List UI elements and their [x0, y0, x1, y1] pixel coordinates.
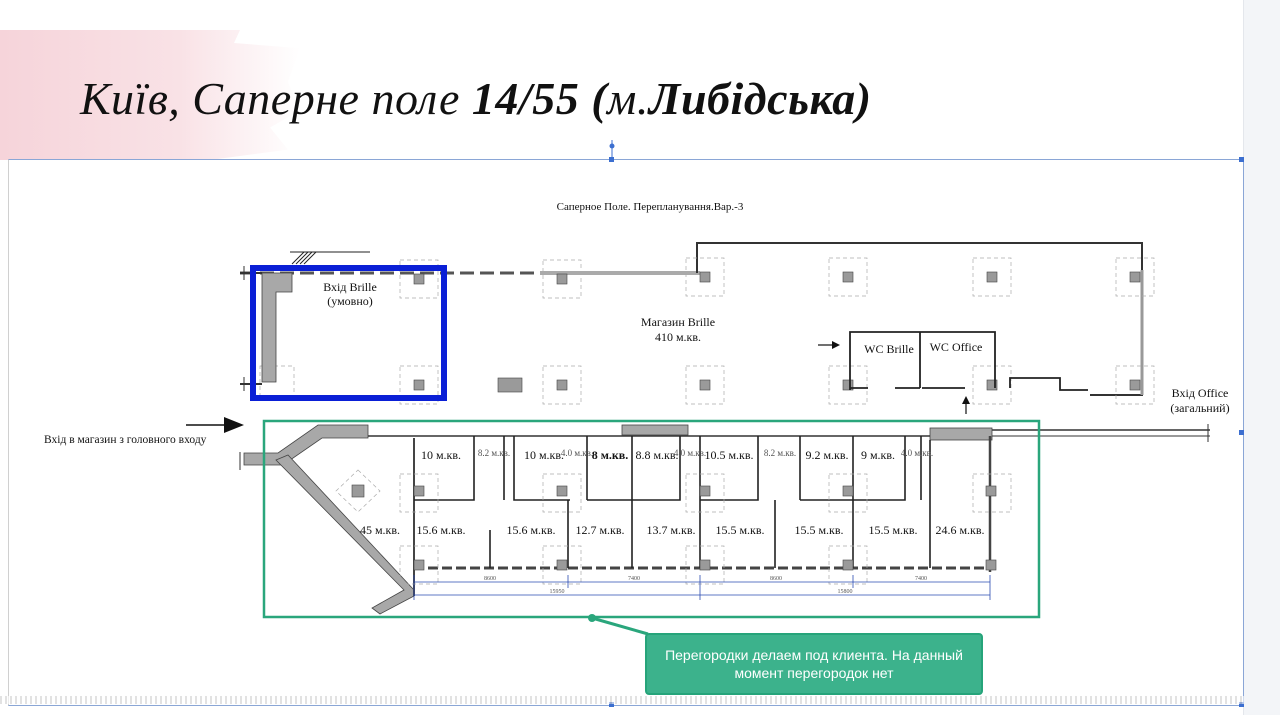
- room-area-label: 12.7 м.кв.: [575, 523, 624, 537]
- column-guides: [259, 257, 1155, 405]
- main-entrance-arrow-icon: [186, 417, 244, 433]
- room-area-label: 15.6 м.кв.: [416, 523, 465, 537]
- wc-office-arrow-icon: [962, 396, 970, 414]
- bottom-strip: [0, 696, 1244, 704]
- decorative-brush-stroke: [0, 30, 300, 160]
- note-connector-dot: [588, 614, 596, 622]
- entrance-wall-block: [261, 272, 293, 383]
- room-area-label: 15.5 м.кв.: [794, 523, 843, 537]
- structural-columns: [413, 271, 1141, 393]
- room-area-label: 15.5 м.кв.: [715, 523, 764, 537]
- resize-handle[interactable]: [609, 157, 614, 162]
- room-area-label: 8.8 м.кв.: [635, 448, 678, 462]
- room-area-label: 10 м.кв.: [421, 448, 461, 462]
- side-panel: [1243, 0, 1280, 715]
- brille-entrance-highlight: [250, 265, 447, 401]
- lower-columns: [351, 484, 854, 571]
- room-area-label: 13.7 м.кв.: [646, 523, 695, 537]
- slide-title: Київ, Саперне поле 14/55 (м.Либідська): [80, 72, 872, 125]
- entrance-office-label: Вхід Office: [1172, 386, 1229, 400]
- staircase-symbol: [290, 251, 370, 265]
- store-area-label: 410 м.кв.: [655, 330, 701, 344]
- partition-note-callout: Перегородки делаем под клиента. На данны…: [645, 633, 983, 695]
- store-name-label: Магазин Brille: [641, 315, 715, 329]
- wc-office-label: WC Office: [930, 340, 983, 354]
- room-area-label: 45 м.кв.: [360, 523, 400, 537]
- resize-handle[interactable]: [1239, 702, 1244, 707]
- room-area-label: 15.5 м.кв.: [868, 523, 917, 537]
- title-close-paren: ): [855, 73, 872, 124]
- entrance-brille-sublabel: (умовно): [327, 294, 373, 308]
- resize-handle[interactable]: [1239, 430, 1244, 435]
- resize-handle[interactable]: [609, 702, 614, 707]
- note-connector-line: [591, 616, 649, 636]
- main-entrance-label: Вхід в магазин з головного входу: [44, 434, 207, 446]
- room-area-label: 10.5 м.кв.: [704, 448, 753, 462]
- title-bold-number: 14/55 (: [471, 73, 608, 124]
- room-area-label: 4.0 м.кв.: [674, 448, 706, 458]
- room-area-label: 24.6 м.кв.: [935, 523, 984, 537]
- title-metro-prefix: м.: [607, 73, 649, 124]
- room-area-label: 15.6 м.кв.: [506, 523, 555, 537]
- entrance-brille-label: Вхід Brille: [323, 280, 377, 294]
- dimension-label: 15950: [550, 589, 565, 595]
- dimension-label: 7400: [915, 576, 927, 582]
- room-area-label: 9.2 м.кв.: [805, 448, 848, 462]
- room-area-label: 8 м.кв.: [592, 448, 629, 462]
- room-area-label: 4.0 м.кв.: [561, 448, 593, 458]
- resize-handle[interactable]: [1239, 157, 1244, 162]
- title-text: Київ, Саперне поле: [80, 73, 472, 124]
- plan-caption: Саперное Поле. Перепланування.Вар.-3: [557, 201, 744, 213]
- entrance-office-sublabel: (загальний): [1170, 401, 1229, 415]
- room-area-label: 8.2 м.кв.: [478, 448, 510, 458]
- room-area-label: 4.0 м.кв.: [901, 448, 933, 458]
- lower-column-guides: [335, 469, 1012, 585]
- room-area-label: 8.2 м.кв.: [764, 448, 796, 458]
- wc-arrow-icon: [818, 341, 840, 349]
- lower-section-walls: [243, 424, 997, 615]
- outer-wall-top: [240, 242, 1144, 396]
- rotate-handle[interactable]: [609, 143, 615, 149]
- offices-section-highlight: [262, 419, 1041, 619]
- dimension-label: 15800: [838, 589, 853, 595]
- room-area-label: 9 м.кв.: [861, 448, 895, 462]
- dimension-label: 8600: [484, 576, 496, 582]
- dimension-label: 8600: [770, 576, 782, 582]
- dimension-label: 7400: [628, 576, 640, 582]
- wc-brille-label: WC Brille: [864, 342, 914, 356]
- title-metro-name: Либідська: [648, 73, 856, 124]
- wc-block: [849, 331, 1088, 391]
- dimension-lines: [413, 575, 991, 600]
- room-area-label: 10 м.кв.: [524, 448, 564, 462]
